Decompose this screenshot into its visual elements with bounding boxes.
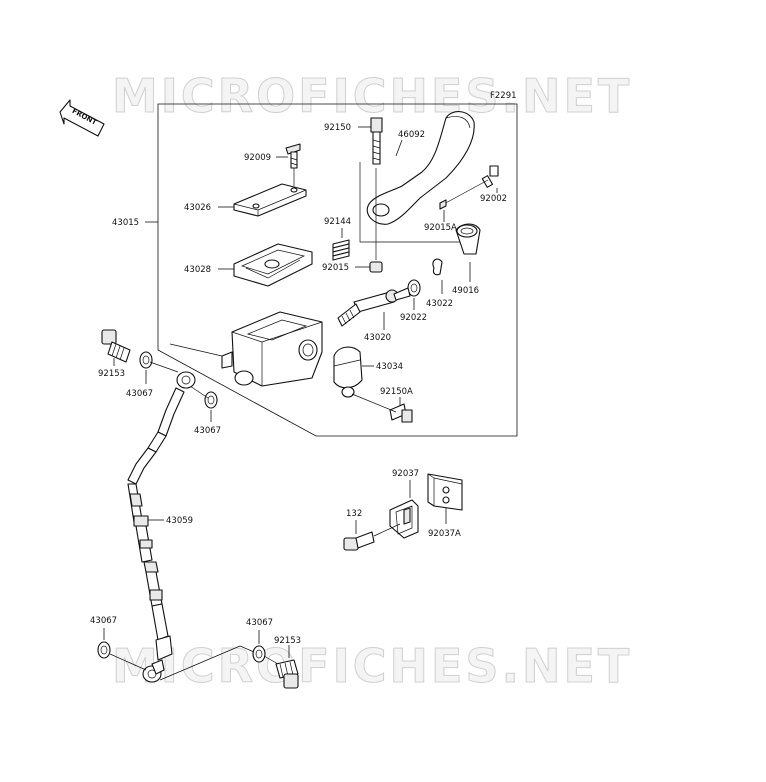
circlip-43022: [432, 258, 443, 276]
callout-92015: 92015: [322, 263, 349, 273]
master-cylinder-body: [221, 311, 323, 387]
callout-43015: 43015: [112, 218, 139, 228]
callout-43067-c: 43067: [90, 616, 117, 626]
callout-92150: 92150: [324, 123, 351, 133]
callout-43059: 43059: [166, 516, 193, 526]
washer-43067-b: [204, 391, 218, 409]
callout-92002: 92002: [480, 194, 507, 204]
callout-43034: 43034: [376, 362, 403, 372]
callout-43067-a: 43067: [126, 389, 153, 399]
washer-43067-c: [97, 641, 111, 659]
bracket-92037A: [427, 473, 463, 511]
assembly-frame: [157, 103, 518, 437]
washer-43067-d: [252, 645, 266, 663]
clamp-43034: [333, 346, 363, 398]
nut-92015A: [439, 199, 447, 210]
reservoir-cap-43026: [233, 183, 307, 217]
brake-lever-46092: [366, 111, 475, 225]
bolt-92150: [370, 117, 383, 165]
callout-92153-bottom: 92153: [274, 636, 301, 646]
bracket-92037: [389, 499, 419, 539]
callout-92037: 92037: [392, 469, 419, 479]
callout-43067-b: 43067: [194, 426, 221, 436]
banjo-bolt-92153-top: [101, 329, 131, 363]
boot-49016: [455, 223, 481, 255]
callout-92037A: 92037A: [428, 529, 461, 539]
bolt-92150A: [389, 403, 413, 423]
screw-92009: [285, 143, 301, 169]
callout-92022: 92022: [400, 313, 427, 323]
figure-code: F2291: [490, 91, 517, 101]
callout-49016: 49016: [452, 286, 479, 296]
callout-92144: 92144: [324, 217, 351, 227]
callout-43026: 43026: [184, 203, 211, 213]
callout-132: 132: [346, 509, 362, 519]
watermark-top: MICROFICHES.NET: [112, 69, 632, 123]
callout-43067-d: 43067: [246, 618, 273, 628]
callout-92150A: 92150A: [380, 387, 413, 397]
callout-43020: 43020: [364, 333, 391, 343]
nut-92015: [369, 261, 383, 273]
callout-92015A: 92015A: [424, 223, 457, 233]
callout-92153-top: 92153: [98, 369, 125, 379]
washer-43067-a: [139, 351, 153, 369]
piston-43020: [337, 287, 411, 327]
brake-hose-43059: [127, 371, 196, 683]
banjo-bolt-92153-bottom: [275, 659, 299, 689]
bolt-132: [343, 531, 375, 551]
callout-43022: 43022: [426, 299, 453, 309]
diaphragm-43028: [233, 243, 313, 287]
callout-43028: 43028: [184, 265, 211, 275]
callout-92009: 92009: [244, 153, 271, 163]
front-arrow-icon: FRONT: [59, 99, 105, 137]
callout-46092: 46092: [398, 130, 425, 140]
spring-92144: [332, 239, 350, 261]
bolt-92002: [481, 165, 499, 188]
watermark-bottom: MICROFICHES.NET: [112, 639, 632, 693]
